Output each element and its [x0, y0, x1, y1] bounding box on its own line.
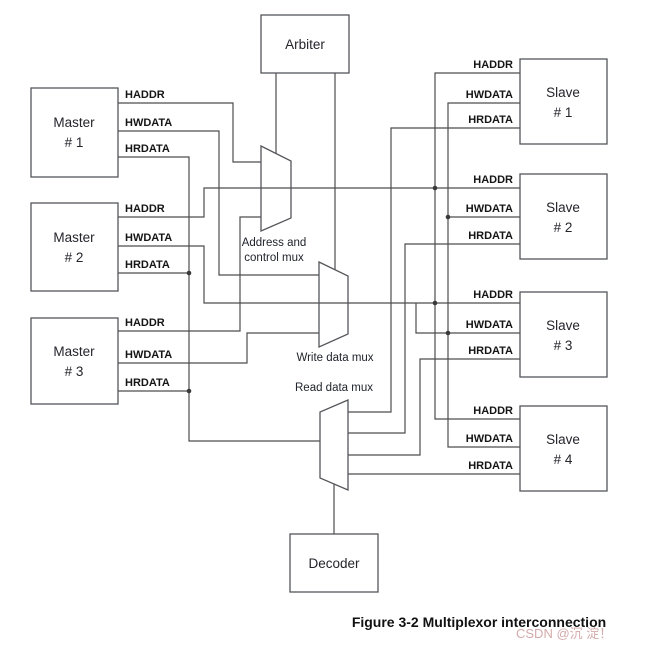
master2-label: Master — [53, 230, 95, 245]
s4-haddr-label: HADDR — [473, 405, 513, 417]
slave1-label: Slave — [546, 85, 580, 100]
master2-box — [30, 202, 119, 292]
s4-hwdata-label: HWDATA — [466, 433, 513, 445]
master3-label: Master — [53, 344, 95, 359]
read-data-mux-label: Read data mux — [295, 382, 373, 394]
wire-m1-haddr — [118, 102, 261, 163]
m2-haddr-label: HADDR — [125, 203, 165, 215]
csdn-watermark: CSDN @沉 淀！ — [516, 626, 612, 641]
master3-box — [30, 317, 119, 405]
decoder-box — [289, 533, 379, 593]
m1-hwdata-label: HWDATA — [125, 117, 172, 129]
junction-dots — [186, 185, 451, 394]
arbiter-box — [260, 14, 350, 74]
s3-haddr-label: HADDR — [473, 289, 513, 301]
slave4-box — [519, 405, 608, 492]
write-data-mux-label: Write data mux — [296, 352, 373, 364]
slave3-box — [519, 291, 608, 378]
m2-hrdata-label: HRDATA — [125, 259, 170, 271]
address-mux-label-line1: Address and — [242, 237, 307, 249]
m3-hwdata-label: HWDATA — [125, 349, 172, 361]
figure-caption: Figure 3-2 Multiplexor interconnection — [352, 614, 606, 630]
wire-s1-hrdata — [348, 127, 520, 413]
m3-haddr-label: HADDR — [125, 317, 165, 329]
slave4-sub: # 4 — [554, 452, 573, 467]
wire-haddr-bus — [434, 72, 520, 420]
slave3-label: Slave — [546, 318, 580, 333]
m2-hwdata-label: HWDATA — [125, 232, 172, 244]
master1-box — [30, 87, 119, 178]
slave1-box — [519, 58, 608, 145]
address-control-mux-shape — [260, 144, 292, 232]
master1-sub: # 1 — [65, 135, 84, 150]
master3-sub: # 3 — [65, 364, 84, 379]
m1-haddr-label: HADDR — [125, 89, 165, 101]
wire-m2-hwdata-write-mux-output — [118, 245, 520, 304]
slave2-box — [519, 173, 608, 260]
junction-dot — [186, 270, 192, 276]
master2-sub: # 2 — [65, 250, 84, 265]
wire-s2-hrdata — [348, 243, 520, 434]
slave2-sub: # 2 — [554, 220, 573, 235]
s3-hwdata-label: HWDATA — [466, 319, 513, 331]
wires — [118, 72, 520, 534]
m1-hrdata-label: HRDATA — [125, 143, 170, 155]
s1-hrdata-label: HRDATA — [468, 114, 513, 126]
nodes — [30, 14, 608, 593]
wire-m3-hwdata — [118, 332, 319, 364]
junction-dot — [445, 214, 451, 220]
s3-hrdata-label: HRDATA — [468, 345, 513, 357]
slave3-sub: # 3 — [554, 338, 573, 353]
junction-dot — [432, 300, 438, 306]
slave1-sub: # 1 — [554, 105, 573, 120]
wire-m1-hrdata-read-mux-output — [118, 156, 320, 442]
read-data-mux-shape — [319, 399, 349, 491]
arbiter-label: Arbiter — [285, 37, 325, 52]
m3-hrdata-label: HRDATA — [125, 377, 170, 389]
s1-hwdata-label: HWDATA — [466, 89, 513, 101]
decoder-label: Decoder — [308, 556, 360, 571]
write-data-mux-shape — [318, 260, 349, 349]
junction-dot — [445, 330, 451, 336]
wire-hwdata-bus — [447, 102, 520, 448]
wire-m3-haddr — [118, 216, 261, 332]
wire-m2-haddr-addr-mux-output — [118, 187, 520, 218]
master1-label: Master — [53, 115, 95, 130]
junction-dot — [186, 388, 192, 394]
s2-hwdata-label: HWDATA — [466, 203, 513, 215]
slave2-label: Slave — [546, 200, 580, 215]
s4-hrdata-label: HRDATA — [468, 460, 513, 472]
junction-dot — [432, 185, 438, 191]
address-mux-label-line2: control mux — [244, 252, 304, 264]
s1-haddr-label: HADDR — [473, 59, 513, 71]
s2-haddr-label: HADDR — [473, 174, 513, 186]
wire-s3-hrdata — [348, 358, 520, 456]
s2-hrdata-label: HRDATA — [468, 230, 513, 242]
wire-write-mux-jog-s3-hwdata — [415, 303, 520, 334]
wire-m1-hwdata — [118, 130, 319, 276]
muxes — [260, 144, 349, 491]
slave4-label: Slave — [546, 432, 580, 447]
